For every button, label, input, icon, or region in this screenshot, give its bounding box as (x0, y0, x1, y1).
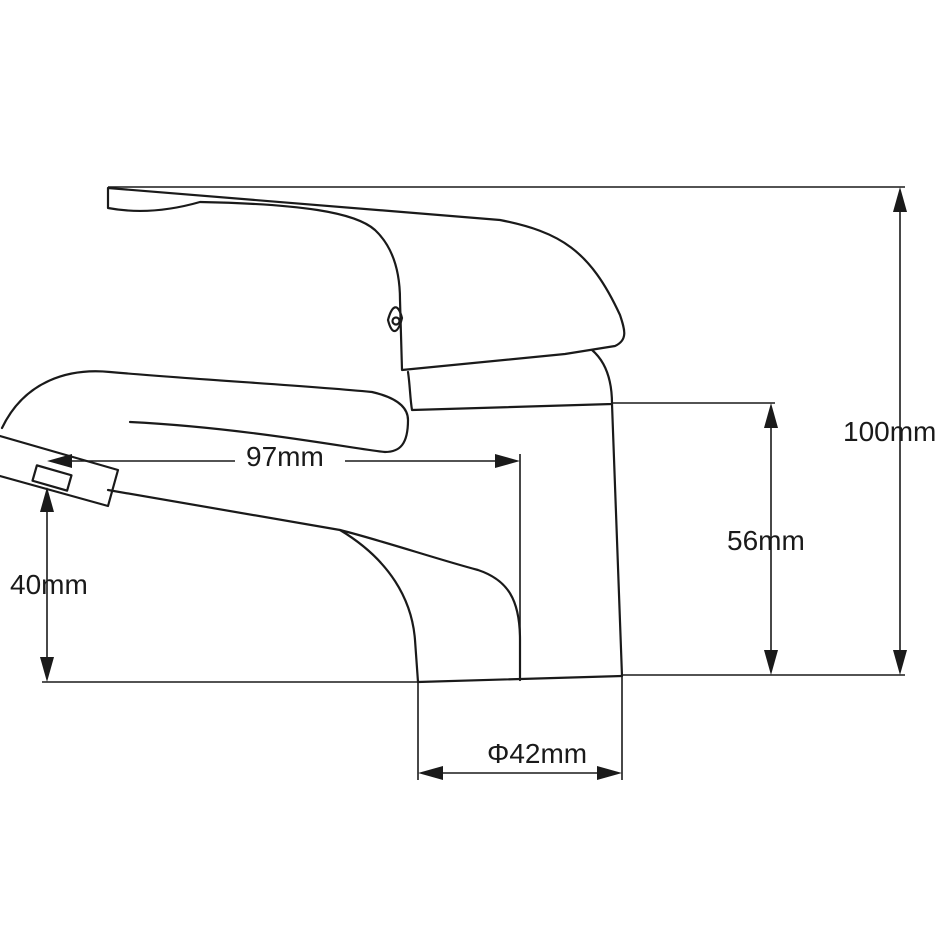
arrow-down-icon (40, 657, 54, 682)
arrow-right-icon (495, 454, 520, 468)
body-front (338, 528, 420, 684)
body-right (610, 402, 624, 678)
arrow-right-icon (597, 766, 622, 780)
arrow-down-icon (764, 650, 778, 675)
spout-bottom (106, 488, 522, 682)
handle-cap (406, 348, 614, 412)
spout-top (0, 370, 410, 454)
aerator-outlet (31, 464, 73, 492)
faucet-outline (0, 186, 626, 684)
label-body-height: 56mm (727, 525, 805, 556)
arrow-up-icon (893, 187, 907, 212)
arrow-left-icon (418, 766, 443, 780)
handle-pivot-pin (391, 316, 401, 326)
dimension-lines (40, 186, 907, 780)
label-spout-reach: 97mm (246, 441, 324, 472)
arrow-down-icon (893, 650, 907, 675)
handle-pivot (386, 306, 404, 333)
arrow-left-icon (47, 454, 72, 468)
dimension-labels: 100mm 56mm 97mm 40mm Φ42mm (10, 416, 936, 769)
spout-nozzle (0, 434, 120, 508)
arrow-up-icon (40, 487, 54, 512)
lever-handle (106, 186, 626, 372)
arrow-up-icon (764, 403, 778, 428)
label-base-diameter: Φ42mm (487, 738, 587, 769)
label-spout-height: 40mm (10, 569, 88, 600)
label-total-height: 100mm (843, 416, 936, 447)
